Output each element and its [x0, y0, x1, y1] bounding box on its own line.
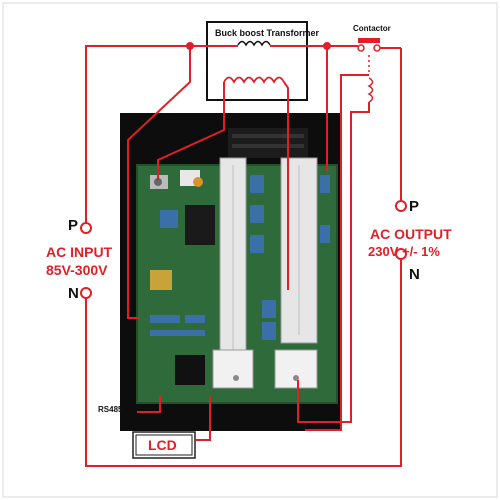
- transformer-label: Buck boost Transformer: [215, 28, 320, 38]
- contactor-coil: [367, 77, 374, 103]
- input-p-terminal: [80, 222, 92, 234]
- output-value: 230V +/- 1%: [368, 244, 440, 259]
- input-range: 85V-300V: [46, 262, 108, 278]
- transformer-coil-top: [237, 40, 271, 47]
- lcd-label: LCD: [148, 437, 177, 453]
- input-title: AC INPUT: [46, 244, 113, 260]
- output-n-terminal: [395, 248, 407, 260]
- input-n-label: N: [68, 285, 79, 302]
- transformer-coil-bottom: [223, 76, 285, 84]
- relay-block: [185, 205, 215, 245]
- contactor-bar: [358, 38, 380, 43]
- junction-dot: [186, 42, 194, 50]
- microcontroller-chip: [175, 355, 205, 385]
- capacitor-row: [250, 175, 330, 340]
- lcd-box: [132, 431, 196, 459]
- output-p-label: P: [409, 198, 420, 215]
- output-n-label: N: [409, 266, 420, 283]
- output-title: AC OUTPUT: [370, 226, 452, 242]
- output-p-terminal: [395, 200, 407, 212]
- small-transformer: [150, 270, 172, 290]
- input-p-label: P: [68, 217, 79, 234]
- junction-dot: [323, 42, 331, 50]
- terminal-block-right: [274, 349, 318, 389]
- terminal-block-left: [212, 349, 254, 389]
- input-n-terminal: [80, 287, 92, 299]
- cooling-fan: [228, 128, 308, 158]
- contactor-label: Contactor: [353, 24, 391, 33]
- rs485-label: RS485: [98, 405, 123, 414]
